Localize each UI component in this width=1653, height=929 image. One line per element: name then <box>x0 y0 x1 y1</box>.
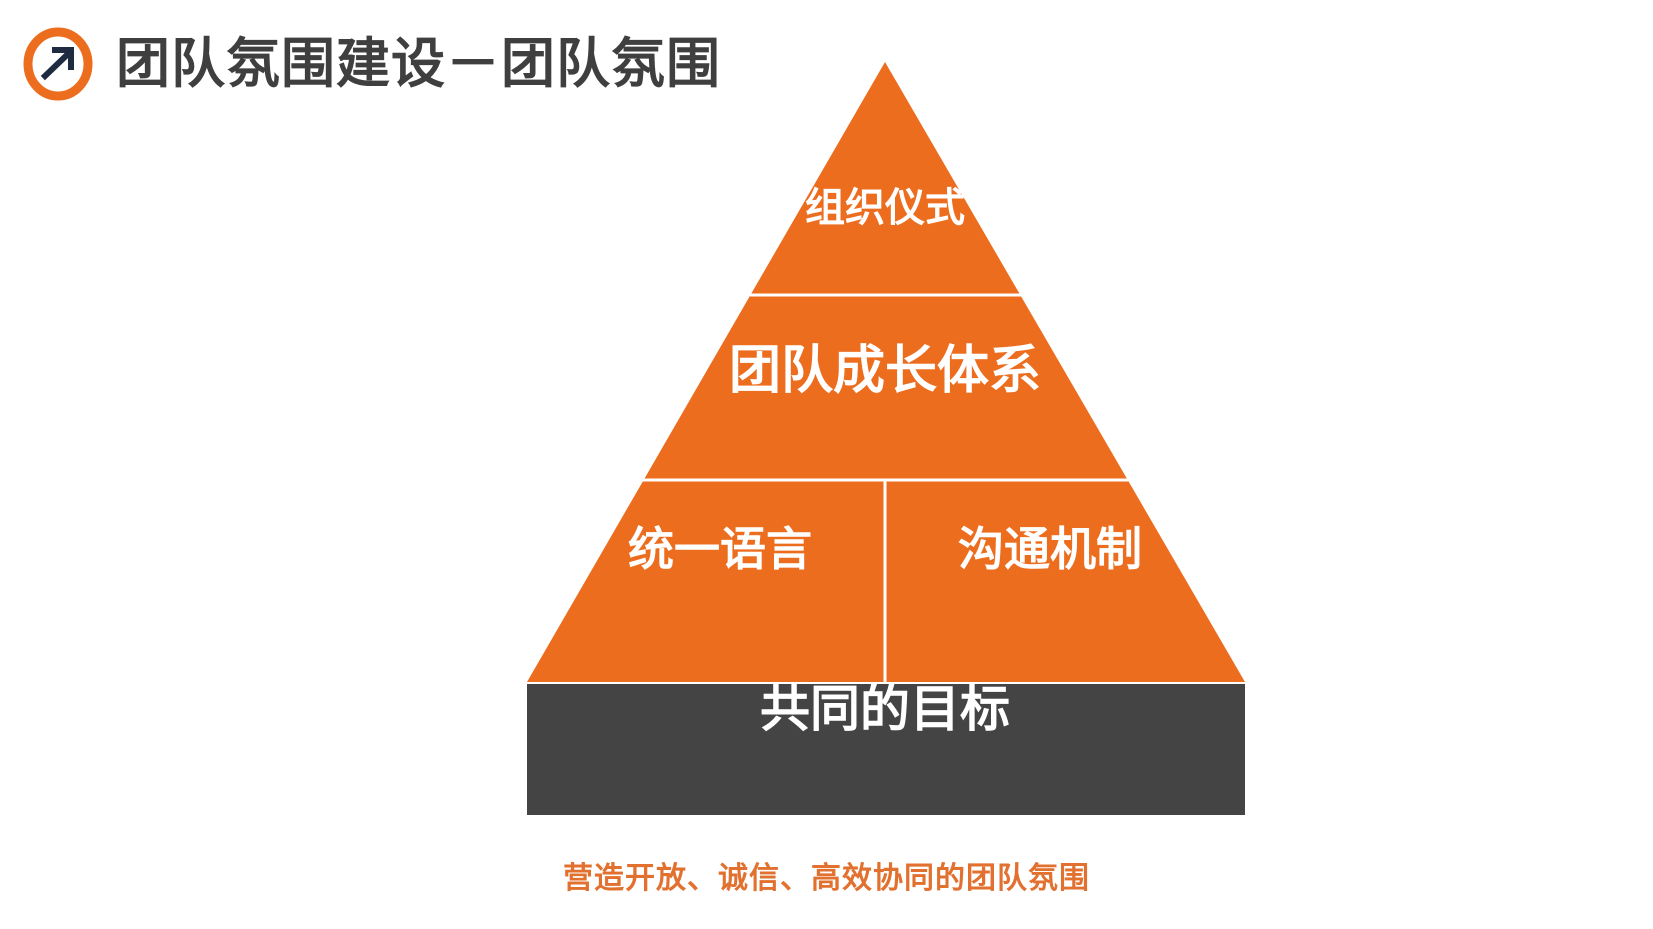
pyramid-tier3-right-label: 沟通机制 <box>958 523 1142 575</box>
pyramid-tier3-left-label: 统一语言 <box>628 523 812 575</box>
arrow-up-right-circle-icon <box>22 26 94 102</box>
diagram-caption: 营造开放、诚信、高效协同的团队氛围 <box>563 862 1090 895</box>
page-title: 团队氛围建设－团队氛围 <box>116 34 721 94</box>
pyramid-base-label: 共同的目标 <box>760 681 1010 737</box>
pyramid-triangle-body <box>527 62 1245 682</box>
pyramid-base-bar <box>527 684 1245 815</box>
page-header: 团队氛围建设－团队氛围 <box>22 26 721 102</box>
pyramid-tier1-label: 组织仪式 <box>805 186 965 230</box>
pyramid-tier2-label: 团队成长体系 <box>728 342 1041 400</box>
